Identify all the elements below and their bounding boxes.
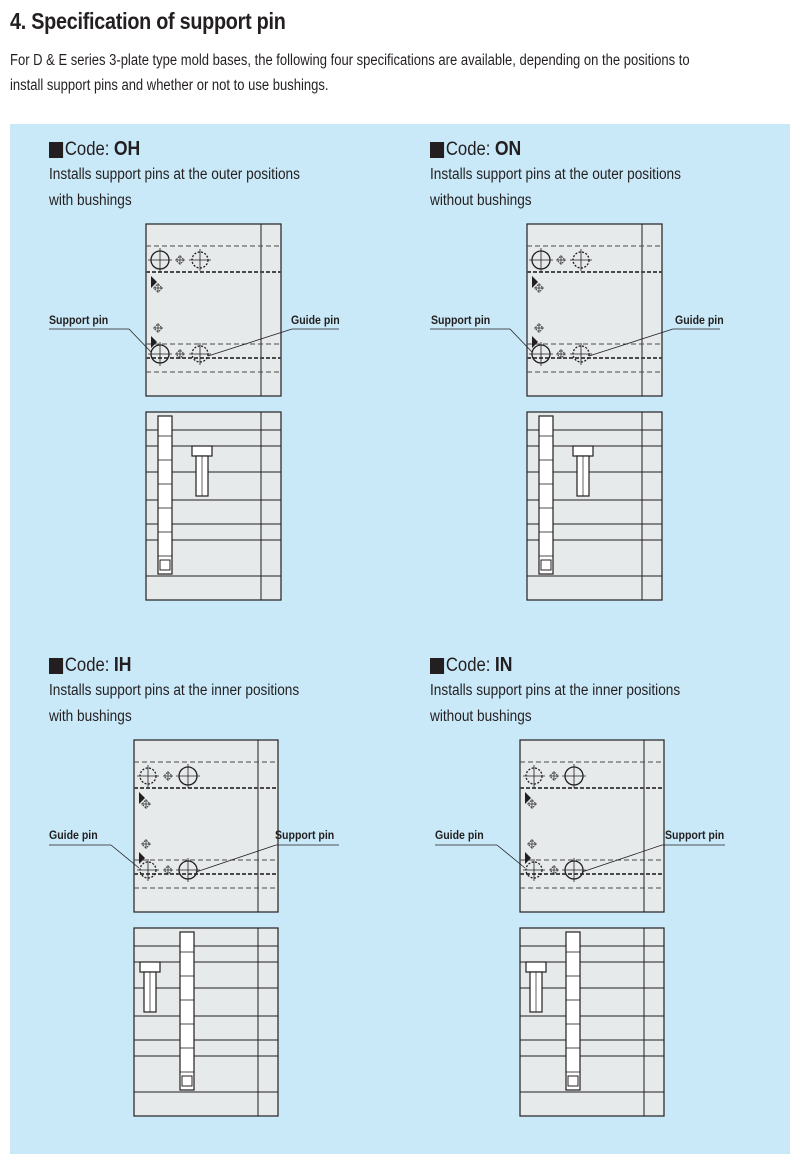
plan-plate [526,223,663,397]
callout-leader-line [496,844,526,869]
arrow-icon [525,852,531,864]
section-plate [519,927,665,1117]
plan-view-group [49,223,339,397]
code-label: Code: [64,138,110,160]
pin-end-shape [540,559,552,571]
plan-view-diagram [430,223,720,601]
description-line-2: with bushings [49,708,132,725]
plan-plate [145,223,282,397]
code-heading: Code: ON [430,138,521,161]
callout-leader-line [581,844,663,873]
arrow-icon [525,792,531,804]
spec-on: Code: ON Installs support pins at the ou… [430,138,790,618]
square-bullet-icon [430,141,445,158]
callout-leader-line [128,328,152,353]
callout-leader-line [207,328,293,357]
arrow-icon [151,336,157,348]
code-description: Installs support pins at the inner posit… [49,678,366,730]
plan-view-diagram [435,739,725,1117]
long-pin-shape [157,415,173,575]
code-value: IN [494,654,513,676]
page-title: 4. Specification of support pin [10,8,286,34]
arrow-icon [532,336,538,348]
pin-end-shape [567,1075,579,1087]
plan-view-group [435,739,725,913]
long-pin-shape [179,931,195,1091]
code-description: Installs support pins at the inner posit… [430,678,747,730]
plan-plate [519,739,665,913]
code-label: Code: [64,654,110,676]
section-view-group [133,927,279,1117]
code-heading: Code: IN [430,654,512,677]
description-line-1: Installs support pins at the outer posit… [430,166,681,183]
arrow-icon [151,276,157,288]
intro-line-1: For D & E series 3-plate type mold bases… [10,52,690,69]
arrow-icon [139,852,145,864]
plan-view-group [49,739,339,913]
spec-oh: Code: OH Installs support pins at the ou… [49,138,409,618]
short-pin-head [139,961,161,973]
description-line-1: Installs support pins at the inner posit… [49,682,300,699]
long-pin-shape [538,415,554,575]
square-bullet-icon [430,657,445,674]
code-description: Installs support pins at the outer posit… [49,162,366,214]
plan-view-group [430,223,720,397]
code-description: Installs support pins at the outer posit… [430,162,747,214]
callout-leader-line [509,328,533,353]
code-heading: Code: IH [49,654,131,677]
right-callout-label: Guide pin [675,313,724,327]
code-label: Code: [445,138,491,160]
description-line-2: without bushings [430,708,532,725]
square-bullet-icon [49,141,64,158]
right-callout-label: Support pin [665,828,725,842]
right-callout-label: Support pin [275,828,335,842]
description-line-1: Installs support pins at the inner posit… [430,682,681,699]
code-heading: Code: OH [49,138,140,161]
short-pin-head [525,961,547,973]
short-pin-head [191,445,213,457]
arrow-icon [532,276,538,288]
callout-leader-line [588,328,674,357]
plan-plate [133,739,279,913]
callout-leader-line [110,844,140,869]
intro-text: For D & E series 3-plate type mold bases… [10,48,766,98]
short-pin-head [572,445,594,457]
section-view-group [519,927,665,1117]
left-callout-label: Support pin [49,313,109,327]
spec-in: Code: IN Installs support pins at the in… [430,654,795,1134]
plan-view-diagram [49,739,339,1117]
specification-panel: Code: OH Installs support pins at the ou… [10,124,790,1154]
section-view-group [145,411,282,601]
description-line-1: Installs support pins at the outer posit… [49,166,300,183]
pin-end-shape [181,1075,193,1087]
code-label: Code: [445,654,491,676]
right-callout-label: Guide pin [291,313,340,327]
intro-line-2: install support pins and whether or not … [10,77,329,94]
callout-leader-line [195,844,277,873]
description-line-2: without bushings [430,192,532,209]
left-callout-label: Guide pin [435,828,484,842]
code-value: ON [494,138,522,160]
pin-end-shape [159,559,171,571]
square-bullet-icon [49,657,64,674]
section-view-group [526,411,663,601]
arrow-icon [139,792,145,804]
spec-ih: Code: IH Installs support pins at the in… [49,654,409,1134]
long-pin-shape [565,931,581,1091]
plan-view-diagram [49,223,339,601]
code-value: IH [113,654,132,676]
section-plate [133,927,279,1117]
left-callout-label: Guide pin [49,828,98,842]
left-callout-label: Support pin [431,313,491,327]
code-value: OH [113,138,141,160]
description-line-2: with bushings [49,192,132,209]
